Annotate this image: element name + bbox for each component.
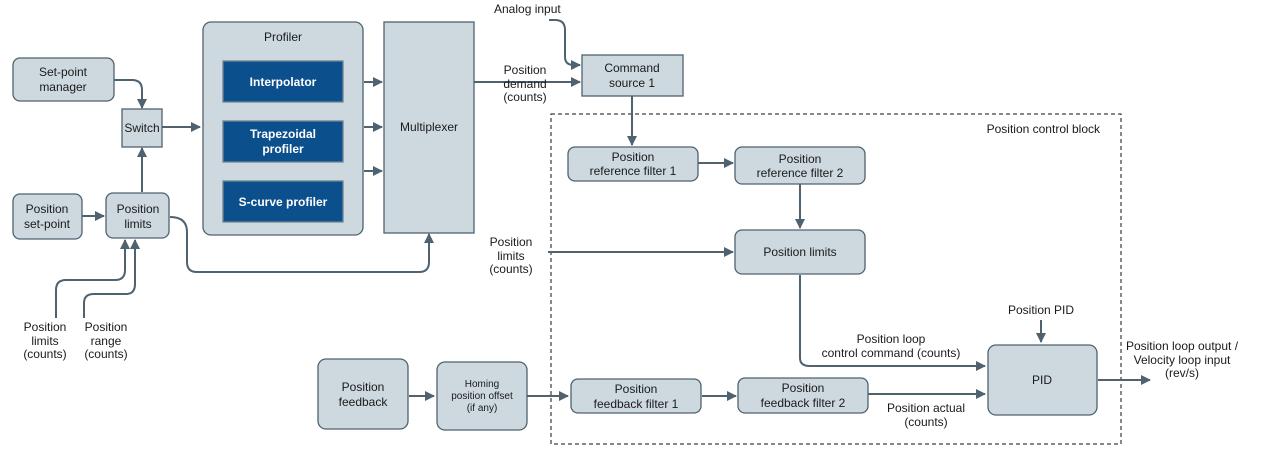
svg-text:(counts): (counts): [904, 415, 947, 429]
svg-text:(if any): (if any): [467, 403, 498, 414]
reference-filter-1-block: Position reference filter 1: [567, 146, 699, 182]
svg-text:feedback filter 2: feedback filter 2: [761, 396, 846, 410]
svg-text:Position loop: Position loop: [857, 332, 926, 346]
position-demand-label: Position demand (counts): [503, 63, 546, 104]
svg-text:set-point: set-point: [24, 217, 71, 231]
svg-text:Position: Position: [782, 381, 825, 395]
svg-text:range: range: [91, 334, 122, 348]
svg-text:limits: limits: [31, 334, 58, 348]
bottom-position-range-label: Position range (counts): [84, 320, 127, 361]
svg-text:(rev/s): (rev/s): [1165, 366, 1199, 380]
connectors: [55, 19, 1151, 401]
trapezoidal-label-2: profiler: [262, 142, 304, 156]
svg-text:limits: limits: [497, 249, 524, 263]
analog-input-label: Analog input: [494, 2, 561, 16]
svg-text:Position limits: Position limits: [763, 245, 836, 259]
feedback-filter-2-block: Position feedback filter 2: [737, 377, 869, 414]
svg-text:manager: manager: [39, 80, 86, 94]
bottom-position-limits-label: Position limits (counts): [23, 320, 66, 361]
profiler-block: Profiler Interpolator Trapezoidal profil…: [202, 21, 364, 236]
svg-text:Profiler: Profiler: [264, 30, 302, 44]
svg-text:Position: Position: [342, 380, 385, 394]
svg-text:Set-point: Set-point: [39, 65, 88, 79]
svg-text:feedback filter 1: feedback filter 1: [594, 397, 679, 411]
output-label: Position loop output / Velocity loop inp…: [1126, 339, 1239, 380]
multiplexer-block: Multiplexer: [383, 21, 475, 234]
interpolator-label: Interpolator: [250, 75, 317, 89]
scurve-label: S-curve profiler: [239, 195, 328, 209]
svg-text:Position: Position: [779, 152, 822, 166]
homing-offset-block: Homing position offset (if any): [436, 361, 528, 431]
svg-text:(counts): (counts): [23, 347, 66, 361]
svg-text:feedback: feedback: [339, 395, 389, 409]
switch-block: Switch: [121, 108, 163, 148]
svg-text:(counts): (counts): [489, 262, 532, 276]
svg-text:(counts): (counts): [503, 90, 546, 104]
position-pid-label: Position PID: [1008, 303, 1074, 317]
svg-text:Position: Position: [117, 202, 160, 216]
svg-text:Position actual: Position actual: [887, 401, 965, 415]
svg-text:position offset: position offset: [451, 391, 513, 402]
position-control-block-label: Position control block: [987, 122, 1101, 136]
command-source-block: Command source 1: [581, 54, 684, 97]
svg-text:PID: PID: [1032, 373, 1052, 387]
svg-text:Multiplexer: Multiplexer: [400, 120, 458, 134]
svg-text:Homing: Homing: [465, 379, 499, 390]
svg-text:reference filter 2: reference filter 2: [757, 166, 844, 180]
svg-text:Velocity loop input: Velocity loop input: [1134, 353, 1231, 367]
loop-command-label: Position loop control command (counts): [822, 332, 961, 360]
svg-text:source 1: source 1: [609, 76, 655, 90]
position-control-block-frame: [550, 113, 1122, 445]
svg-text:Position loop output /: Position loop output /: [1126, 339, 1239, 353]
position-limits-left-block: Position limits: [105, 192, 170, 239]
svg-text:Position: Position: [85, 320, 128, 334]
svg-text:Switch: Switch: [124, 121, 159, 135]
feedback-filter-1-block: Position feedback filter 1: [570, 378, 702, 414]
svg-text:Position: Position: [26, 202, 69, 216]
svg-text:Position: Position: [504, 63, 547, 77]
position-limits-input-label: Position limits (counts): [489, 235, 532, 276]
svg-text:Position: Position: [615, 382, 658, 396]
svg-text:limits: limits: [124, 217, 151, 231]
svg-text:Position: Position: [612, 150, 655, 164]
pid-block: PID: [987, 344, 1098, 416]
position-actual-label: Position actual (counts): [887, 401, 965, 429]
svg-text:Position: Position: [490, 235, 533, 249]
svg-text:control command (counts): control command (counts): [822, 346, 961, 360]
svg-text:Position: Position: [24, 320, 67, 334]
reference-filter-2-block: Position reference filter 2: [734, 146, 866, 185]
position-setpoint-block: Position set-point: [12, 193, 83, 240]
svg-text:(counts): (counts): [84, 347, 127, 361]
position-feedback-block: Position feedback: [317, 358, 409, 430]
svg-text:reference filter 1: reference filter 1: [590, 164, 677, 178]
trapezoidal-label-1: Trapezoidal: [250, 127, 316, 141]
svg-text:demand: demand: [503, 77, 546, 91]
svg-text:Command: Command: [604, 61, 659, 75]
setpoint-manager-block: Set-point manager: [12, 57, 115, 102]
position-limits-right-block: Position limits: [734, 229, 866, 275]
